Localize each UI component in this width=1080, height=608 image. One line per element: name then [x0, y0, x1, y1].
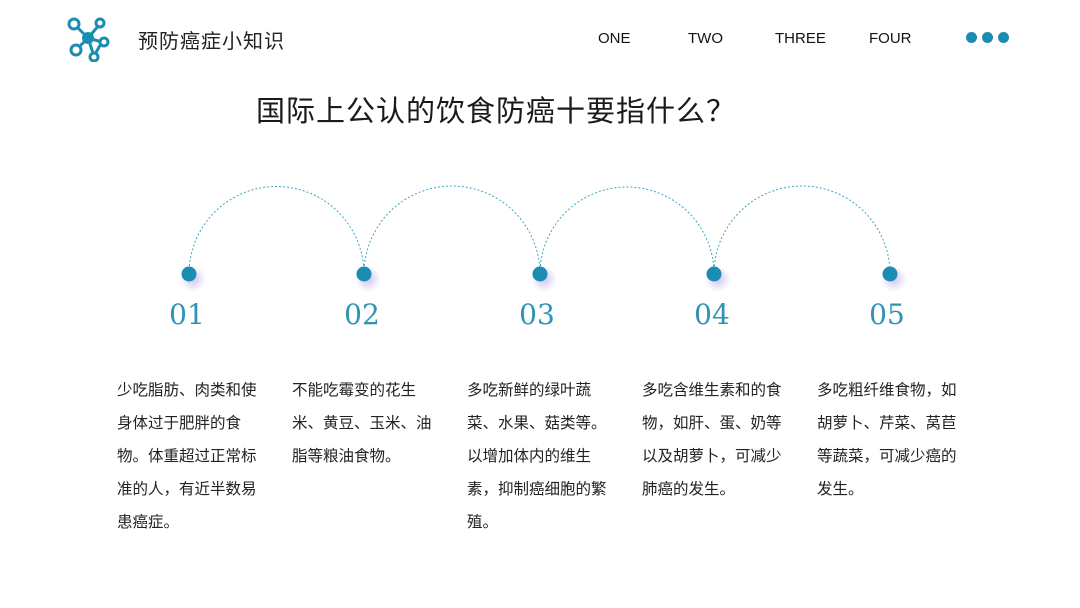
- timeline-arc-3: [539, 186, 715, 275]
- step-description-3: 多吃新鲜的绿叶蔬菜、水果、菇类等。以增加体内的维生素，抑制癌细胞的繁殖。: [467, 381, 607, 531]
- timeline-dot-5: [881, 266, 907, 292]
- step-number-5: 05: [869, 298, 905, 331]
- page-title: 国际上公认的饮食防癌十要指什么？: [256, 94, 737, 128]
- timeline-arc-4: [713, 185, 891, 275]
- molecule-icon: [67, 17, 110, 62]
- step-number-2: 02: [344, 298, 380, 331]
- step-description-4: 多吃含维生素和的食物，如肝、蛋、奶等以及胡萝卜，可减少肺癌的发生。: [642, 381, 782, 498]
- timeline-dot-1: [180, 266, 206, 292]
- timeline-dot-2: [355, 266, 381, 292]
- timeline-arc-1: [188, 186, 365, 275]
- timeline-arc-2: [363, 185, 541, 275]
- step-description-1: 少吃脂肪、肉类和使身体过于肥胖的食物。体重超过正常标准的人，有近半数易患癌症。: [117, 381, 257, 531]
- nav-item-three[interactable]: THREE: [775, 30, 826, 47]
- nav-item-two[interactable]: TWO: [688, 30, 723, 47]
- step-number-4: 04: [694, 298, 730, 331]
- ellipsis-icon[interactable]: [966, 32, 1009, 43]
- step-number-1: 01: [169, 298, 205, 331]
- brand-title: 预防癌症小知识: [138, 29, 285, 53]
- step-description-5: 多吃粗纤维食物，如胡萝卜、芹菜、莴苣等蔬菜，可减少癌的发生。: [817, 381, 957, 498]
- timeline-dot-4: [705, 266, 731, 292]
- step-number-3: 03: [519, 298, 555, 331]
- timeline-dot-3: [531, 266, 557, 292]
- nav-item-one[interactable]: ONE: [598, 30, 631, 47]
- step-description-2: 不能吃霉变的花生米、黄豆、玉米、油脂等粮油食物。: [292, 381, 432, 465]
- nav-item-four[interactable]: FOUR: [869, 30, 912, 47]
